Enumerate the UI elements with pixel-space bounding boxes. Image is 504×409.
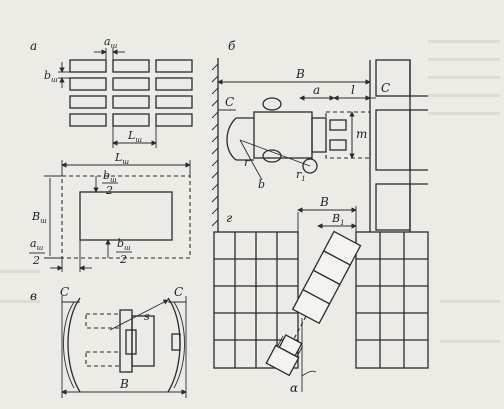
panel-g-label: г (226, 211, 232, 225)
dim-C-right-b: C (381, 81, 390, 95)
panel-g: г B B1 (213, 195, 429, 395)
dim-b-half-top: bш (103, 169, 117, 184)
dim-L-shelf: Lш (127, 129, 142, 144)
shelf-grid (69, 59, 193, 127)
dim-B-shelf: Bш (31, 210, 47, 225)
dim-b-half-bottom: bш (117, 237, 131, 252)
dim-C-left-v: C (60, 285, 69, 299)
label-alpha: α (290, 381, 298, 395)
dim-B1: B1 (331, 212, 345, 227)
shelving-right (369, 59, 428, 232)
dim-b-half-bottom-denominator: 2 (119, 253, 127, 266)
background-text (0, 40, 500, 343)
label-r: r (244, 156, 250, 169)
panel-v: в C C s B (30, 285, 187, 398)
panel-b-label: б (228, 39, 236, 53)
panel-a-detail: Lш bш 2 Bш aш 2 bш 2 (29, 151, 191, 272)
dim-C-right-v: C (174, 285, 183, 299)
machine-plan-view (85, 309, 181, 373)
panel-b: б B C C (211, 39, 428, 232)
label-r1: r1 (296, 168, 306, 183)
dim-b-half-top-denominator: 2 (105, 184, 113, 197)
panel-a: а aш bш Lш (30, 35, 193, 148)
dim-a-half: aш (30, 237, 44, 252)
dim-a-half-denominator: 2 (32, 254, 40, 267)
rotated-stacker (265, 230, 362, 377)
stacker-top-view (226, 97, 371, 181)
shelf-grid-right (355, 231, 429, 369)
dim-b-shelf: bш (44, 69, 58, 84)
dim-B-panel-g: B (319, 195, 329, 209)
dim-B-panel-v: B (119, 377, 129, 391)
panel-a-label: а (30, 39, 37, 53)
dim-m: m (356, 127, 367, 141)
dim-a-shelf: aш (104, 35, 118, 50)
dim-l-panel-b: l (351, 83, 355, 97)
dim-C-left-b: C (225, 95, 234, 109)
dim-a-panel-b: a (313, 83, 320, 97)
dim-B-panel-b: B (295, 67, 305, 81)
label-s: s (144, 310, 150, 323)
dim-L-shelf-detail: Lш (114, 151, 129, 166)
panel-v-label: в (30, 289, 37, 303)
label-b-panel-b: b (258, 178, 265, 191)
